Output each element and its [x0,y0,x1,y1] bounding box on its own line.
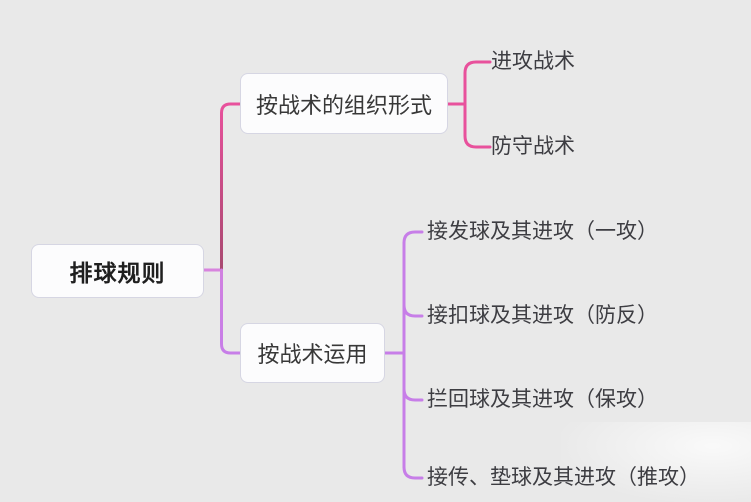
connector-branch-1-bracket [463,60,492,149]
leaf-node-defense-tactics[interactable]: 防守战术 [491,135,575,158]
connector-trunk-branch-2 [220,268,242,355]
connector-branch-2-child-1 [402,230,424,245]
leaf-node-serve-receive-attack[interactable]: 接发球及其进攻（一攻） [427,220,658,243]
root-node-volleyball-rules[interactable]: 排球规则 [31,244,204,298]
branch-node-tactic-application[interactable]: 按战术运用 [240,323,385,383]
connector-branch-2-child-2 [402,303,424,318]
root-node-label: 排球规则 [69,260,166,286]
leaf-node-spike-receive-attack[interactable]: 接扣球及其进攻（防反） [427,304,658,327]
connector-trunk-branch-1 [220,102,242,272]
branch-node-tactic-organization[interactable]: 按战术的组织形式 [240,73,448,134]
branch-node-label: 按战术的组织形式 [255,92,432,118]
leaf-node-pass-dig-attack[interactable]: 接传、垫球及其进攻（推攻） [427,466,700,489]
connector-branch-2-child-4 [402,465,424,480]
branch-node-label: 按战术运用 [257,342,368,367]
leaf-node-attack-tactics[interactable]: 进攻战术 [491,50,575,73]
leaf-node-block-return-attack[interactable]: 拦回球及其进攻（保攻） [427,388,658,411]
connector-branch-2-child-3 [402,387,424,402]
